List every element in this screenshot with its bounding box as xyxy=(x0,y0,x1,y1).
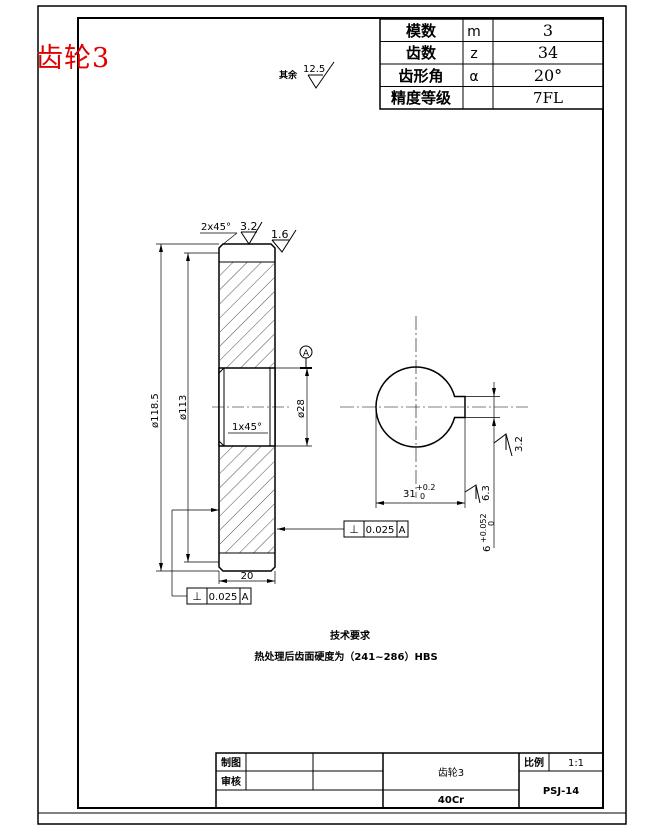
gear-parameter-table: 模数 m 3 齿数 z 34 齿形角 α 20° 精度等级 7FL xyxy=(379,18,604,110)
scale-value: 1:1 xyxy=(568,758,584,769)
param-value-pressure-angle: 20° xyxy=(534,66,562,85)
checked-label: 审核 xyxy=(221,775,241,788)
param-symbol-module: m xyxy=(467,24,481,40)
width-label: 20 xyxy=(241,571,254,582)
outer-diameter-label: ø118.5 xyxy=(150,393,161,428)
tech-req-heading: 技术要求 xyxy=(330,629,371,642)
key-depth-tol-upper: +0.2 xyxy=(416,483,435,492)
section-dimensions: ø118.5 ø113 ø28 A 1x45° 2x45° 3.2 1.6 xyxy=(150,220,344,597)
gear-section-view xyxy=(212,243,290,572)
param-symbol-pressure-angle: α xyxy=(469,69,478,85)
roughness-prefix: 其余 xyxy=(279,69,298,81)
param-value-module: 3 xyxy=(543,21,553,40)
tolerance-symbol-left: ⊥ xyxy=(192,590,202,603)
general-roughness-symbol: 其余 12.5 xyxy=(279,61,335,89)
tolerance-value-right: 0.025 xyxy=(366,525,395,536)
root-diameter-label: ø113 xyxy=(178,395,189,420)
key-width-label: 6 xyxy=(482,546,493,552)
datum-a-label: A xyxy=(303,349,310,359)
drawn-label: 制图 xyxy=(221,756,241,769)
bore-diameter-label: ø28 xyxy=(296,399,307,418)
title-block: 制图 审核 齿轮3 40Cr 比例 1:1 PSJ-14 xyxy=(215,752,604,809)
side-roughness-label: 1.6 xyxy=(271,228,289,241)
param-value-accuracy: 7FL xyxy=(533,89,563,107)
param-value-teeth: 34 xyxy=(538,43,558,62)
param-name-pressure-angle: 齿形角 xyxy=(398,67,443,85)
roughness-value: 12.5 xyxy=(303,64,325,75)
tolerance-frame-left: ⊥ 0.025 A xyxy=(186,587,252,605)
param-symbol-teeth: z xyxy=(470,46,477,62)
param-name-accuracy: 精度等级 xyxy=(391,89,452,107)
tolerance-symbol-right: ⊥ xyxy=(349,523,359,536)
tech-req-line: 热处理后齿面硬度为（241~286）HBS xyxy=(254,650,437,663)
tolerance-datum-left: A xyxy=(242,592,249,603)
tolerance-value-left: 0.025 xyxy=(209,592,238,603)
part-title: 齿轮3 xyxy=(36,43,111,74)
tolerance-datum-right: A xyxy=(399,525,406,536)
key-depth-label: 31 xyxy=(403,489,416,500)
tolerance-frame-right: ⊥ 0.025 A xyxy=(343,520,409,538)
top-roughness-label: 3.2 xyxy=(240,220,258,233)
keyway-bore-view: 31 +0.2 0 6 +0.052 0 3.2 6.3 xyxy=(340,316,528,552)
drawing-number: PSJ-14 xyxy=(543,786,579,797)
key-width-tol-lower: 0 xyxy=(487,521,496,526)
key-side-roughness: 3.2 xyxy=(514,436,525,452)
key-bottom-roughness: 6.3 xyxy=(481,485,492,501)
key-depth-tol-lower: 0 xyxy=(420,492,425,501)
bore-chamfer-label: 1x45° xyxy=(232,422,262,433)
key-width-tol-upper: +0.052 xyxy=(479,513,488,543)
param-name-teeth: 齿数 xyxy=(406,44,437,62)
top-chamfer-label: 2x45° xyxy=(201,222,231,233)
param-name-module: 模数 xyxy=(406,22,437,40)
part-name: 齿轮3 xyxy=(438,766,464,779)
outer-frame xyxy=(37,5,627,825)
material-label: 40Cr xyxy=(438,795,464,806)
scale-label: 比例 xyxy=(524,756,544,769)
